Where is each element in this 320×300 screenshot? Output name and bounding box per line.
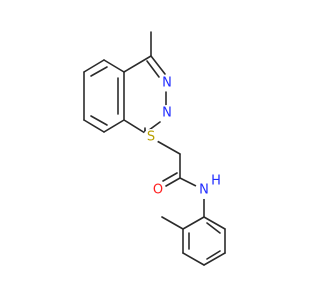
bond [203,216,226,230]
bond [182,252,205,266]
bond [83,119,105,133]
bond [150,55,166,75]
bond [206,222,221,234]
bond [156,140,181,155]
bond [103,59,125,73]
bond [146,60,160,78]
bond [161,216,184,230]
molecule-diagram: N N S O N H [83,31,226,266]
bond [103,119,125,133]
atom-label-s: S [147,130,155,145]
atom-layer: N N S O N H [143,75,221,199]
bond [162,172,178,182]
bond [123,119,146,134]
bond [165,177,181,187]
bond [90,115,108,126]
bond [123,55,152,73]
bond [206,250,221,260]
structure-canvas: N N S O N H [83,31,226,266]
atom-label-n: N [162,76,172,91]
atom-label-o: O [153,183,163,198]
bond [90,66,108,77]
atom-label-n: N [199,183,209,198]
atom-label-n: N [162,106,172,121]
bond [182,216,205,230]
bond [179,177,197,187]
bond [83,59,105,73]
atom-label-h: H [211,174,221,189]
bond [203,252,226,266]
bond-layer [83,31,226,266]
